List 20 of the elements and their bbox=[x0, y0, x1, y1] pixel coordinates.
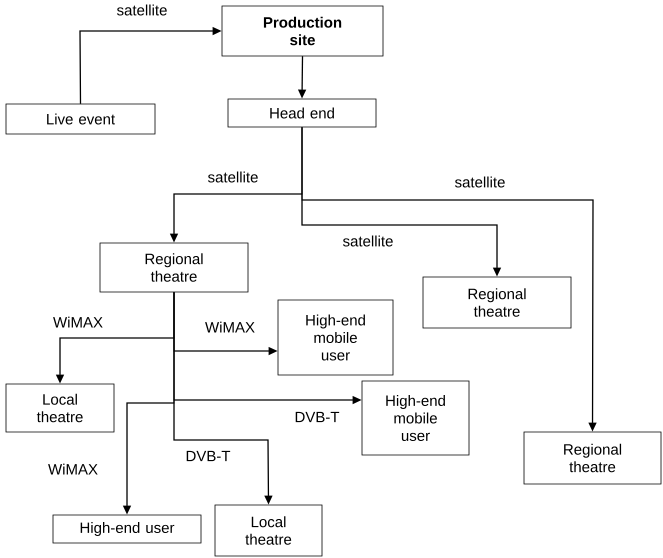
process-box: Production site bbox=[222, 6, 384, 56]
process-box: Live event bbox=[6, 104, 156, 134]
edge-label: DVB-T bbox=[186, 450, 230, 462]
edge-label: WiMAX bbox=[53, 316, 103, 328]
process-box: High-end mobile user bbox=[278, 300, 394, 376]
edge-label: satellite bbox=[117, 4, 167, 16]
edge-label: satellite bbox=[343, 236, 393, 246]
edge-label: WiMAX bbox=[205, 322, 255, 332]
process-box: Local theatre bbox=[214, 504, 322, 556]
process-box: Head end bbox=[228, 98, 376, 128]
process-box: Regional theatre bbox=[524, 432, 662, 484]
edge-label: DVB-T bbox=[296, 412, 340, 422]
edge-label: satellite bbox=[455, 176, 505, 188]
process-box: Local theatre bbox=[6, 384, 114, 432]
process-box: High-end user bbox=[52, 514, 202, 544]
process-box: Regional theatre bbox=[100, 242, 248, 292]
edge-label: satellite bbox=[208, 172, 258, 182]
process-box: Regional theatre bbox=[422, 276, 572, 328]
edge-label: WiMAX bbox=[48, 464, 98, 474]
process-box: High-end mobile user bbox=[362, 380, 470, 456]
